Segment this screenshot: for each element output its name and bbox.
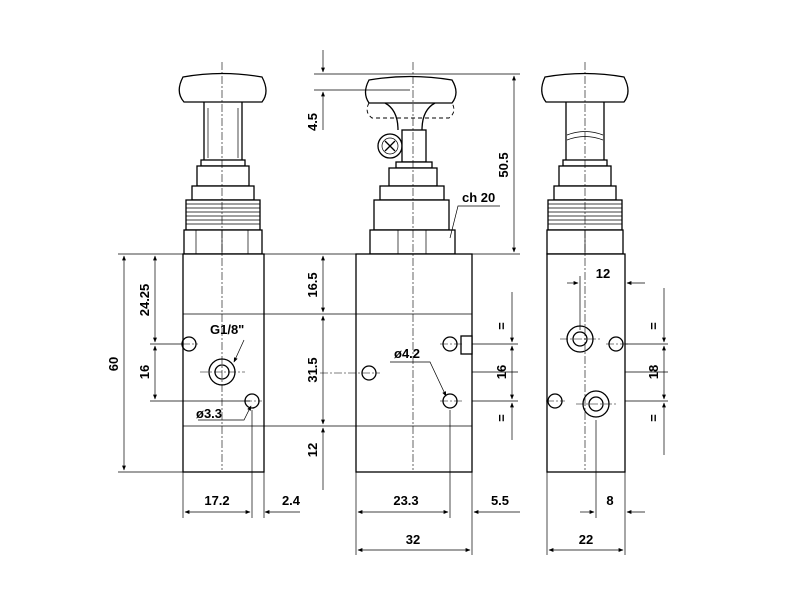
dimension-labels: 4.5 50.5 ch 20 24.25 60 16 16.5 31.5 12 … [106, 113, 661, 547]
dim-24-25: 24.25 [137, 284, 152, 317]
middle-thread [373, 199, 450, 231]
right-view [541, 62, 630, 473]
dim-16-5: 16.5 [305, 272, 320, 297]
eq-right-top: = [646, 322, 661, 330]
middle-view [320, 62, 473, 473]
middle-body [355, 253, 473, 473]
dim-18: 18 [646, 365, 661, 379]
label-d-3-3: ø3.3 [196, 406, 222, 421]
label-g1-8: G1/8" [210, 322, 244, 337]
dim-22: 22 [579, 532, 593, 547]
dim-17-2: 17.2 [204, 493, 229, 508]
dimension-lines [118, 50, 668, 555]
left-knob [178, 72, 267, 103]
label-d-4-2: ø4.2 [394, 346, 420, 361]
dim-2-4: 2.4 [282, 493, 301, 508]
dim-16-mid: 16 [494, 365, 509, 379]
eq-mid-top: = [494, 322, 509, 330]
dim-31-5: 31.5 [305, 357, 320, 382]
right-body [546, 253, 626, 473]
dim-32: 32 [406, 532, 420, 547]
left-thread [185, 199, 261, 231]
dim-12-vert: 12 [305, 443, 320, 457]
left-view [178, 62, 267, 473]
dim-4-5: 4.5 [305, 113, 320, 131]
left-hex-nut [183, 229, 263, 255]
dim-5-5: 5.5 [491, 493, 509, 508]
dim-23-3: 23.3 [393, 493, 418, 508]
right-thread [547, 199, 623, 231]
dim-8: 8 [606, 493, 613, 508]
dim-16-left: 16 [137, 365, 152, 379]
eq-mid-bottom: = [494, 414, 509, 422]
left-stem [203, 102, 243, 160]
middle-hex-nut [369, 229, 456, 255]
dim-50-5: 50.5 [496, 152, 511, 177]
dim-12-top: 12 [596, 266, 610, 281]
middle-knob [364, 75, 457, 104]
label-ch-20: ch 20 [462, 190, 495, 205]
dim-60: 60 [106, 357, 121, 371]
eq-right-bottom: = [646, 414, 661, 422]
left-body [182, 253, 265, 473]
